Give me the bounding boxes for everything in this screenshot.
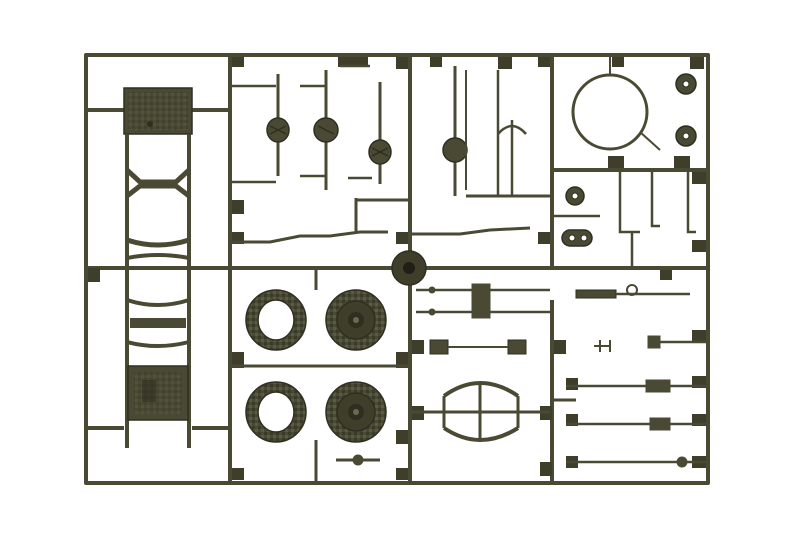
hub-part — [391, 250, 427, 286]
chassis-frame-part — [123, 87, 193, 448]
disc-parts — [561, 73, 697, 247]
rod-parts — [554, 284, 706, 468]
tire-front-left — [245, 289, 307, 351]
axle-parts — [232, 64, 408, 244]
leaf-spring-parts — [412, 381, 550, 442]
tire-wheel-right — [325, 289, 387, 351]
tire-rear-left — [245, 381, 307, 443]
steering-wheel-part — [571, 57, 661, 151]
tire-wheel-rear-right — [325, 381, 387, 443]
axle-part-2 — [412, 66, 550, 236]
tie-rod-parts — [416, 283, 611, 355]
lever-parts — [554, 172, 696, 266]
tire-runners — [232, 270, 408, 482]
